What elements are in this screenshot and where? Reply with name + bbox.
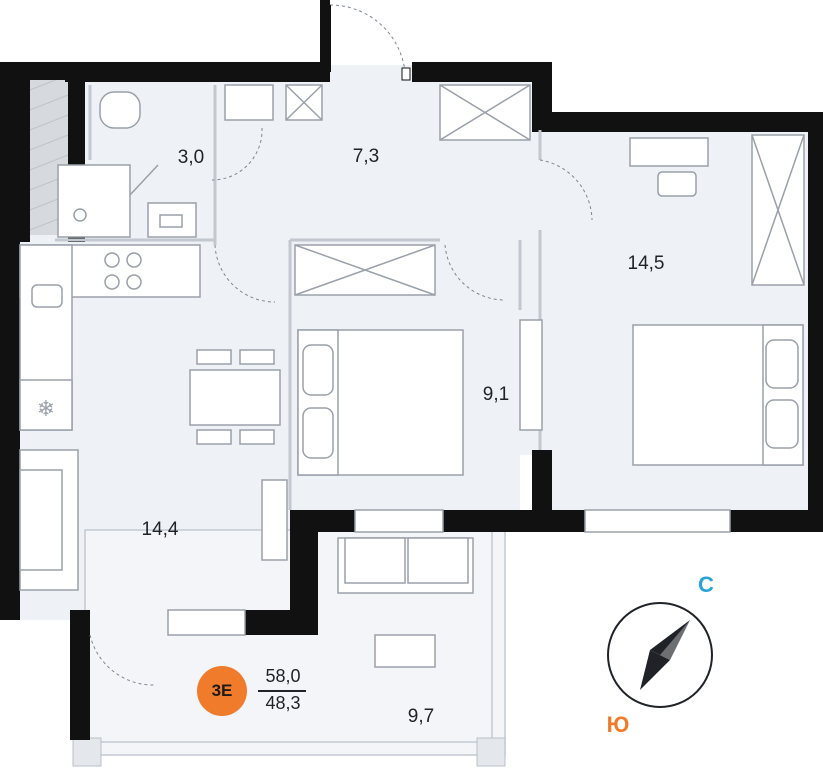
desk [629, 137, 709, 167]
compass-ring [607, 602, 713, 708]
area-divider [258, 690, 306, 692]
room-area-kitchen-living: 14,4 [141, 519, 179, 540]
walls [0, 0, 823, 740]
room-area-hall: 7,3 [352, 146, 380, 167]
room-area-balcony: 9,7 [407, 706, 435, 727]
balcony-fixtures [337, 537, 474, 668]
balcony-post-right [476, 737, 506, 767]
living-area: 48,3 [265, 693, 301, 713]
dining-table [189, 369, 281, 426]
toilet [99, 91, 141, 129]
apartment-type-badge: 3E [197, 666, 247, 716]
shower-tray [57, 164, 131, 238]
door-swings [89, 4, 593, 686]
shaft-hatch [29, 74, 69, 231]
room-area-bedroom-small: 9,1 [482, 384, 510, 405]
kitchen-fixtures [19, 244, 288, 591]
compass-needle-north [650, 620, 690, 660]
compass-south-label: Ю [606, 712, 630, 737]
compass-needle-south [640, 650, 670, 690]
windows [167, 509, 731, 636]
entry-door-latch [401, 67, 411, 81]
fridge [19, 379, 73, 431]
room-area-bathroom: 3,0 [177, 147, 205, 168]
large-bedroom-fixtures [629, 134, 805, 466]
hall-fixtures [224, 84, 531, 141]
bathroom-fixtures [57, 91, 197, 238]
compass [607, 602, 713, 708]
room-area-bedroom-large: 14,5 [627, 253, 665, 274]
shower-drain [73, 208, 87, 222]
small-bedroom-fixtures [294, 244, 543, 476]
total-area: 58,0 [265, 666, 301, 686]
snowflake-icon: ❄ [37, 397, 55, 422]
compass-north-label: С [698, 572, 714, 597]
balcony-post-left [72, 737, 102, 767]
